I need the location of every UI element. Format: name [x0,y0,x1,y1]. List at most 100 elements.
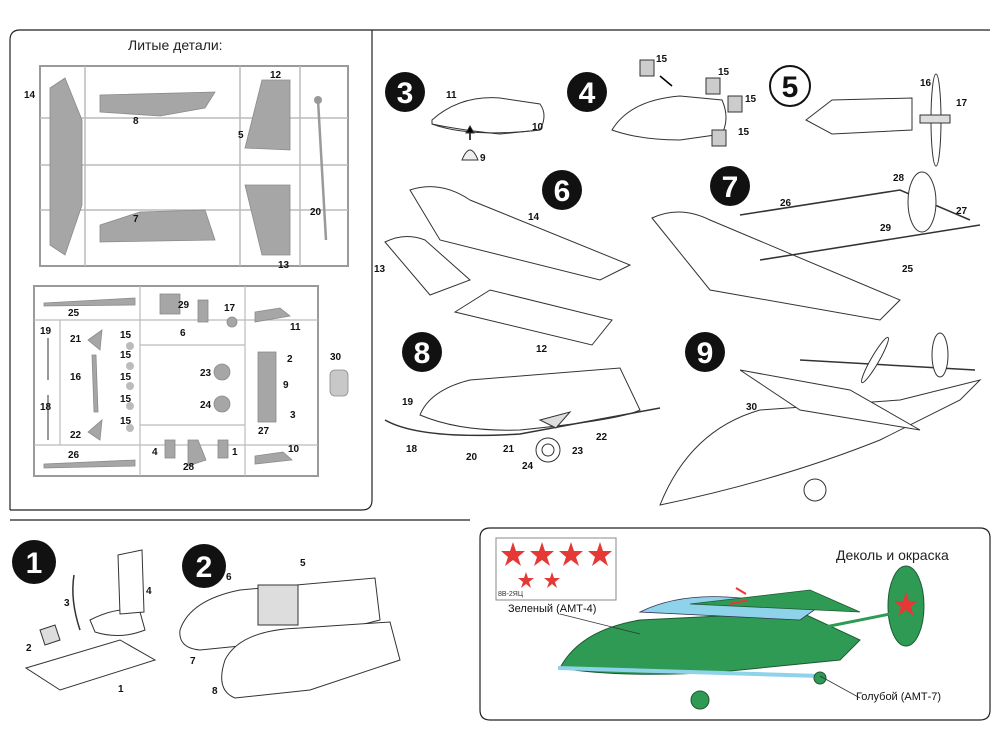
paint-callouts: Зеленый (АМТ-4) Голубой (АМТ-7) [508,603,941,703]
sprue-num-17: 17 [224,303,236,314]
decal-stars [501,542,612,588]
sprue-parts-upper [49,77,291,256]
step7-drawing [651,171,981,321]
part-30-shape [329,369,349,397]
sprue-num-27: 27 [258,426,270,437]
step1-label-4: 4 [146,586,152,597]
step4-label-15d: 15 [738,127,750,138]
step7-label-27: 27 [956,206,968,217]
sprue-part-numbers: 14 12 8 5 7 20 13 25 29 17 6 11 19 21 15… [24,70,342,473]
part-10-shape [254,451,293,465]
sprue-num-6: 6 [180,328,186,339]
sprue-num-30: 30 [330,352,342,363]
sprue-num-2: 2 [287,354,293,365]
step4-label-15c: 15 [745,94,757,105]
step-badge-2: 2 [182,544,226,588]
part-21-shape [87,329,103,351]
sprue-num-15c: 15 [120,372,132,383]
sprue-num-15e: 15 [120,416,132,427]
step8-label-23: 23 [572,446,584,457]
sprue-num-7: 7 [133,214,139,225]
sprue-num-22: 22 [70,430,82,441]
sprue-num-15b: 15 [120,350,132,361]
step5-label-16: 16 [920,78,932,89]
step7-label-28: 28 [893,173,905,184]
step7-label-29: 29 [880,223,892,234]
step5-label-17: 17 [956,98,968,109]
part-20-knob [314,96,322,104]
svg-text:4: 4 [579,77,596,110]
green-color-label: Зеленый (АМТ-4) [508,603,596,615]
step-badges: 3 4 5 6 7 8 9 1 2 [12,65,811,588]
step4-labels: 15 15 15 15 [656,54,757,138]
step6-labels: 14 13 12 [374,212,548,355]
step4-label-15a: 15 [656,54,668,65]
sprue-num-28: 28 [183,462,195,473]
star-icon [501,542,525,566]
part-8-shape [99,91,216,117]
sprue-num-23: 23 [200,368,212,379]
part-7-shape [99,209,216,243]
step-badge-6: 6 [542,170,582,210]
step-badge-8: 8 [402,332,442,372]
step2-label-8: 8 [212,686,218,697]
sprue-num-19: 19 [40,326,52,337]
sprue-num-29: 29 [178,300,190,311]
svg-text:5: 5 [782,71,799,104]
svg-text:6: 6 [554,175,571,208]
step6-label-14: 14 [528,212,540,223]
lower-sprue [33,285,319,477]
step1-labels: 3 4 2 1 [26,586,152,695]
sprue-num-26: 26 [68,450,80,461]
part-13-shape [244,184,291,256]
panel-frames [9,29,991,721]
step9-drawing [659,332,982,506]
step-badge-5: 5 [769,65,811,107]
step2-labels: 6 5 7 8 [190,558,306,697]
step2-drawing [179,577,401,699]
star-icon [588,542,612,566]
sprue-num-12: 12 [270,70,282,81]
sprue-num-24: 24 [200,400,212,411]
sprue-num-15d: 15 [120,394,132,405]
svg-text:8: 8 [414,337,431,370]
sprue-num-9: 9 [283,380,289,391]
step3-labels: 11 10 9 [446,90,544,164]
step5-drawing [805,73,951,167]
step3-drawing [431,97,545,161]
step3-label-9: 9 [480,153,486,164]
sprue-num-14: 14 [24,90,36,101]
step8-drawing [384,367,661,463]
sprue-num-11: 11 [290,322,301,333]
star-icon [544,572,560,588]
step-badge-9: 9 [685,332,725,372]
step8-label-19: 19 [402,397,414,408]
part-23-shape [213,363,231,381]
part-27-shape [257,351,277,423]
step2-label-5: 5 [300,558,306,569]
sprue-num-4: 4 [152,447,158,458]
sprue-small-parts-15 [126,342,134,432]
step6-label-12: 12 [536,344,548,355]
step8-label-18: 18 [406,444,418,455]
step9-labels: 30 [746,402,758,413]
part-1-shape [217,439,229,459]
step1-label-1: 1 [118,684,124,695]
svg-text:7: 7 [722,171,739,204]
part-20-rod [316,99,328,241]
step8-labels: 19 18 20 21 24 23 22 [402,397,608,472]
step-badge-7: 7 [710,166,750,206]
step3-label-11: 11 [446,90,457,101]
step6-drawing [384,186,632,346]
step7-label-25: 25 [902,264,914,275]
step2-label-7: 7 [190,656,196,667]
star-icon [530,542,554,566]
part-22-shape [87,419,103,441]
part-14-shape [49,77,83,256]
sprue-title: Литые детали: [128,37,223,53]
part-16-shape [91,354,99,413]
sprue-num-16: 16 [70,372,82,383]
painted-aircraft [557,565,925,710]
step1-label-2: 2 [26,643,32,654]
